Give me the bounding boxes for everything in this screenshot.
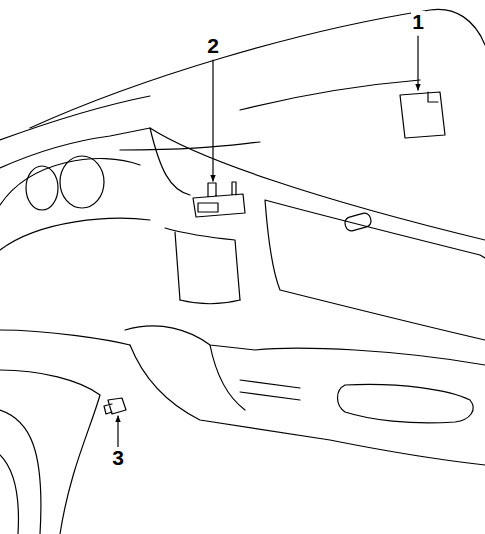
console xyxy=(210,345,245,410)
center-stack xyxy=(165,228,240,300)
gauge xyxy=(26,166,58,210)
callout-number: 3 xyxy=(111,447,125,468)
gauge xyxy=(60,156,104,208)
dash-line xyxy=(120,142,260,150)
callout-number: 1 xyxy=(411,11,425,32)
center-stack xyxy=(180,300,240,304)
glove-box-handle xyxy=(344,212,373,232)
leader-line xyxy=(117,416,118,448)
callout-anchor: 3 xyxy=(111,447,125,468)
dash-lower xyxy=(0,218,150,250)
seat xyxy=(0,455,18,534)
part-2-detail xyxy=(198,203,218,212)
dash-lower xyxy=(0,128,485,240)
part-3-switch xyxy=(104,398,126,414)
dash-edge xyxy=(0,96,150,140)
seat xyxy=(0,330,130,345)
console xyxy=(125,326,485,365)
glove-box xyxy=(265,200,485,340)
part-1-module xyxy=(400,92,445,138)
dash-line xyxy=(240,80,420,110)
part-2-sensor xyxy=(193,182,245,217)
seat xyxy=(0,370,100,534)
leader-line xyxy=(212,60,213,181)
cluster-hood xyxy=(0,158,140,205)
leader-line xyxy=(417,36,418,90)
callout-anchor: 1 xyxy=(411,11,425,32)
dash-top xyxy=(30,9,485,128)
console xyxy=(130,345,485,465)
callout-number: 2 xyxy=(206,35,220,56)
armrest xyxy=(338,384,474,423)
seat xyxy=(0,410,41,534)
callout-anchor: 2 xyxy=(206,35,220,56)
hood xyxy=(150,128,190,195)
console-detail xyxy=(240,380,300,400)
